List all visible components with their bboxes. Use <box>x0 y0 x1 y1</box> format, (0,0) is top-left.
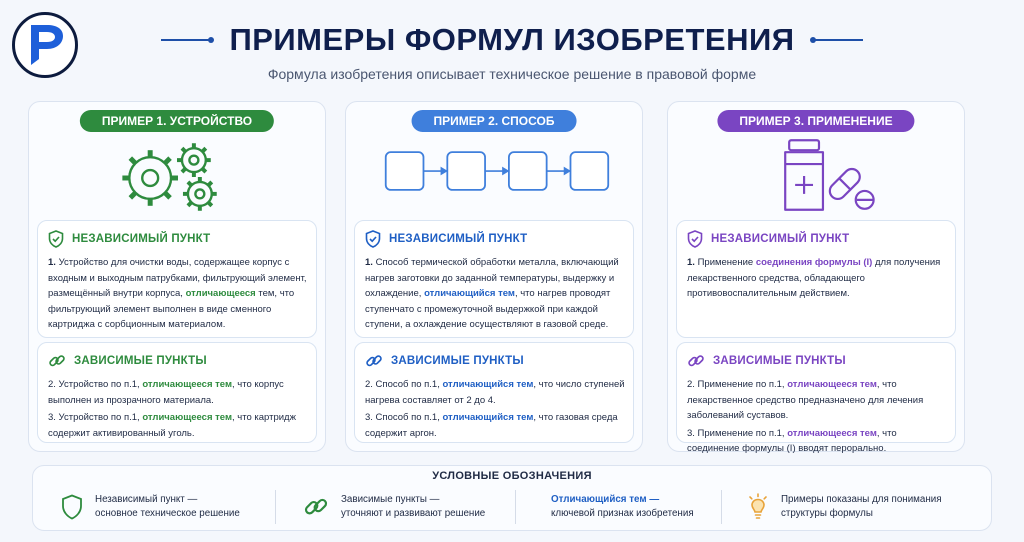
link-icon <box>366 355 382 367</box>
independent-claim-heading: НЕЗАВИСИМЫЙ ПУНКТ <box>48 230 210 248</box>
legend-item-dependent: Зависимые пункты — уточняют и развивают … <box>303 488 485 526</box>
logo <box>12 12 78 78</box>
distinguishing-feature: соединения формулы (I) <box>755 257 873 268</box>
example-label: ПРИМЕР 1. УСТРОЙСТВО <box>79 110 275 132</box>
dependent-claims-text: 2. Способ по п.1, отличающийся тем, что … <box>365 377 629 441</box>
link-icon <box>304 498 328 515</box>
dependent-claim: 2. Устройство по п.1, отличающееся тем, … <box>48 379 284 406</box>
title-decor-left <box>161 37 215 43</box>
legend-divider <box>721 490 722 524</box>
claim-text: для получения лекарственного средства, о… <box>687 257 941 299</box>
legend-item-independent: Независимый пункт — основное техническое… <box>61 488 240 526</box>
legend: УСЛОВНЫЕ ОБОЗНАЧЕНИЯ Независимый пункт —… <box>32 465 992 531</box>
independent-claim-title: НЕЗАВИСИМЫЙ ПУНКТ <box>711 233 850 245</box>
independent-claim-text: 1. Способ термической обработки металла,… <box>365 255 629 333</box>
dependent-claim: 3. Устройство по п.1, отличающееся тем, … <box>48 412 296 439</box>
page-title: ПРИМЕРЫ ФОРМУЛ ИЗОБРЕТЕНИЯ <box>229 22 795 57</box>
legend-title: УСЛОВНЫЕ ОБОЗНАЧЕНИЯ <box>432 470 592 482</box>
example-card-application: ПРИМЕР 3. ПРИМЕНЕНИЕ НЕЗАВИСИМЫЙ ПУНКТ 1 <box>667 101 965 454</box>
example-card-device: ПРИМЕР 1. УСТРОЙСТВО <box>28 101 326 452</box>
dependent-claims-heading: ЗАВИСИМЫЕ ПУНКТЫ <box>687 352 846 370</box>
dependent-claims-title: ЗАВИСИМЫЕ ПУНКТЫ <box>713 355 846 367</box>
claim-text: Применение <box>694 257 756 268</box>
title-decor-right <box>809 37 863 43</box>
distinguishing-feature: отличающийся тем <box>424 288 515 299</box>
example-card-method: ПРИМЕР 2. СПОСОБ НЕЗАВИСИМЫЙ ПУНКТ 1. Сп… <box>345 101 643 452</box>
example-label: ПРИМЕР 3. ПРИМЕНЕНИЕ <box>717 110 915 132</box>
medicine-icon <box>784 139 875 211</box>
independent-claim-text: 1. Применение соединения формулы (I) для… <box>687 255 951 302</box>
lightbulb-icon <box>749 493 767 519</box>
independent-claim-box: НЕЗАВИСИМЫЙ ПУНКТ 1. Применение соединен… <box>676 220 956 338</box>
shield-icon <box>687 230 703 248</box>
legend-text: Примеры показаны для понимания структуры… <box>781 494 942 519</box>
dependent-claims-heading: ЗАВИСИМЫЕ ПУНКТЫ <box>365 352 524 370</box>
independent-claim-title: НЕЗАВИСИМЫЙ ПУНКТ <box>72 233 211 245</box>
dependent-claim: 2. Способ по п.1, отличающийся тем, что … <box>365 379 625 406</box>
independent-claim-box: НЕЗАВИСИМЫЙ ПУНКТ 1. Способ термической … <box>354 220 634 338</box>
dependent-claim: 2. Применение по п.1, отличающееся тем, … <box>687 379 924 421</box>
dependent-claims-box: ЗАВИСИМЫЕ ПУНКТЫ 2. Устройство по п.1, о… <box>37 342 317 443</box>
legend-text: Независимый пункт — основное техническое… <box>95 494 240 519</box>
link-icon <box>49 355 65 367</box>
process-steps-icon <box>384 151 610 191</box>
gears-icon <box>122 143 217 211</box>
shield-icon <box>62 494 82 520</box>
dependent-claims-text: 2. Применение по п.1, отличающееся тем, … <box>687 377 951 457</box>
dependent-claims-box: ЗАВИСИМЫЕ ПУНКТЫ 2. Применение по п.1, о… <box>676 342 956 454</box>
independent-claim-heading: НЕЗАВИСИМЫЙ ПУНКТ <box>365 230 527 248</box>
dependent-claims-heading: ЗАВИСИМЫЕ ПУНКТЫ <box>48 352 207 370</box>
claim-number: 1. <box>48 257 56 268</box>
claim-text: Способ термической обработки металла, вк… <box>365 257 619 299</box>
legend-text: Зависимые пункты — уточняют и развивают … <box>341 494 486 519</box>
dependent-claims-text: 2. Устройство по п.1, отличающееся тем, … <box>48 377 312 441</box>
claim-text: тем, что фильтрующий элемент выполнен в … <box>48 288 295 330</box>
claim-number: 1. <box>687 257 695 268</box>
independent-claim-heading: НЕЗАВИСИМЫЙ ПУНКТ <box>687 230 849 248</box>
title-row: ПРИМЕРЫ ФОРМУЛ ИЗОБРЕТЕНИЯ <box>0 18 1024 62</box>
legend-item-note: Примеры показаны для понимания структуры… <box>747 488 942 526</box>
shield-icon <box>365 230 381 248</box>
legend-item-distinguishing: Отличающийся тем — ключевой признак изоб… <box>551 488 694 526</box>
example-label: ПРИМЕР 2. СПОСОБ <box>411 110 577 132</box>
legend-divider <box>275 490 276 524</box>
legend-divider <box>515 490 516 524</box>
dependent-claims-title: ЗАВИСИМЫЕ ПУНКТЫ <box>391 355 524 367</box>
independent-claim-title: НЕЗАВИСИМЫЙ ПУНКТ <box>389 233 528 245</box>
link-icon <box>688 355 704 367</box>
independent-claim-box: НЕЗАВИСИМЫЙ ПУНКТ 1. Устройство для очис… <box>37 220 317 338</box>
claim-text: , что нагрев проводят ступенчато с проме… <box>365 288 611 330</box>
claim-text: Устройство для очистки воды, содержащее … <box>48 257 307 299</box>
dependent-claims-box: ЗАВИСИМЫЕ ПУНКТЫ 2. Способ по п.1, отлич… <box>354 342 634 443</box>
distinguishing-feature: отличающееся <box>185 288 256 299</box>
logo-mark-icon <box>31 25 63 65</box>
legend-text: Отличающийся тем — ключевой признак изоб… <box>551 494 694 519</box>
dependent-claim: 3. Применение по п.1, отличающееся тем, … <box>687 427 897 455</box>
independent-claim-text: 1. Устройство для очистки воды, содержащ… <box>48 255 312 333</box>
dependent-claims-title: ЗАВИСИМЫЕ ПУНКТЫ <box>74 355 207 367</box>
dependent-claim: 3. Способ по п.1, отличающийся тем, что … <box>365 412 618 439</box>
claim-number: 1. <box>365 257 373 268</box>
shield-icon <box>48 230 64 248</box>
page-subtitle: Формула изобретения описывает техническо… <box>267 66 757 82</box>
